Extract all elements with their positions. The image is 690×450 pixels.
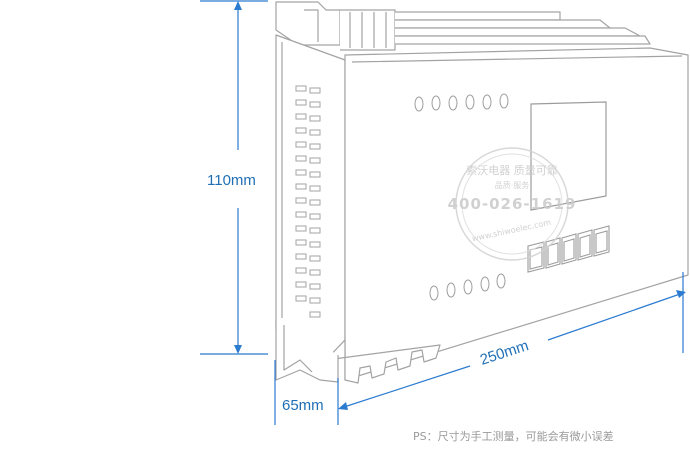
measurement-note: PS：尺寸为手工测量，可能会有微小误差 [413,430,614,443]
lower-terminal-holes [429,273,506,301]
length-label: 250mm [478,337,531,369]
heatsink-top-fins [275,1,651,51]
upper-terminal-holes [414,93,509,112]
heatsink-bottom-fins [325,339,441,384]
height-dimension [200,0,268,355]
watermark-line2: 品质·服务 [495,180,530,190]
device-outline [275,1,689,384]
left-side-panel [275,34,346,361]
length-arrow-right [676,290,686,298]
front-panel [344,47,689,381]
height-arrow-bottom [234,345,242,354]
vent-slots [295,85,321,318]
depth-label: 65mm [282,397,324,414]
watermark-line1: 索沃电器 质量可靠 [466,163,558,177]
depth-dimension [274,360,339,425]
watermark-phone: 400-026-1619 [448,195,577,213]
height-label: 110mm [207,172,256,189]
length-dimension [338,272,686,410]
button-cluster [527,225,610,273]
display-window [530,101,607,211]
height-arrow-top [234,1,242,10]
length-arrow-left [338,402,348,410]
